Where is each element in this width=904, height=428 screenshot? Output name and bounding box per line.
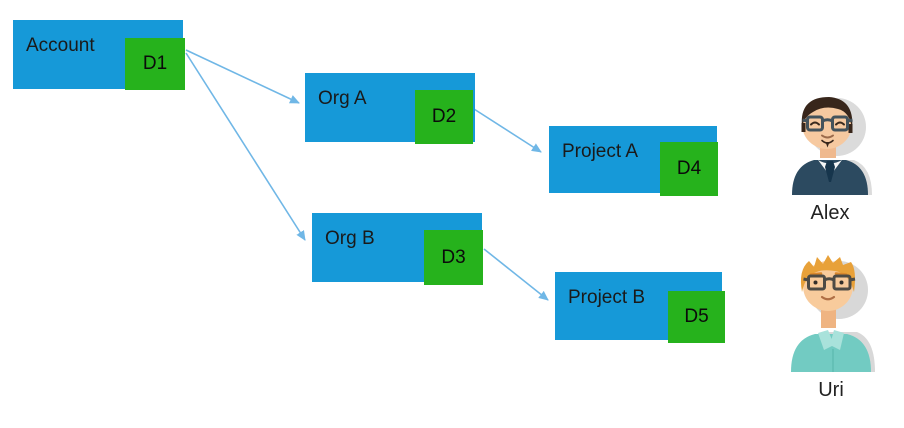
node-project-a: Project A D4	[549, 126, 718, 196]
d3-badge: D3	[424, 230, 483, 285]
alex-avatar-icon	[792, 97, 872, 195]
node-org-b: Org B D3	[312, 213, 483, 285]
project-b-label: Project B	[568, 287, 646, 308]
d1-badge: D1	[125, 38, 185, 90]
org-b-label: Org B	[325, 228, 375, 249]
org-a-label: Org A	[318, 88, 367, 109]
node-account: Account D1	[13, 20, 185, 90]
d1-badge-label: D1	[142, 53, 168, 74]
edge-account-to-org-b	[185, 52, 306, 241]
account-label: Account	[26, 35, 95, 56]
d4-badge: D4	[660, 142, 718, 196]
edge-org-a-to-project-a	[473, 108, 542, 153]
edge-org-b-to-project-b	[483, 248, 549, 301]
user-alex-name: Alex	[810, 202, 850, 224]
node-org-a: Org A D2	[305, 73, 475, 144]
user-alex: Alex	[775, 90, 885, 225]
user-uri: Uri	[777, 250, 885, 402]
node-project-b: Project B D5	[555, 272, 725, 343]
uri-avatar-icon	[791, 255, 875, 372]
d4-badge-label: D4	[676, 158, 702, 179]
edge-account-to-org-a	[185, 49, 300, 104]
d5-badge-label: D5	[684, 306, 709, 327]
d2-badge-label: D2	[431, 106, 457, 127]
d2-badge: D2	[415, 90, 473, 144]
d5-badge: D5	[668, 291, 725, 343]
d3-badge-label: D3	[441, 246, 466, 268]
project-a-label: Project A	[562, 141, 639, 162]
user-uri-name: Uri	[818, 379, 844, 401]
